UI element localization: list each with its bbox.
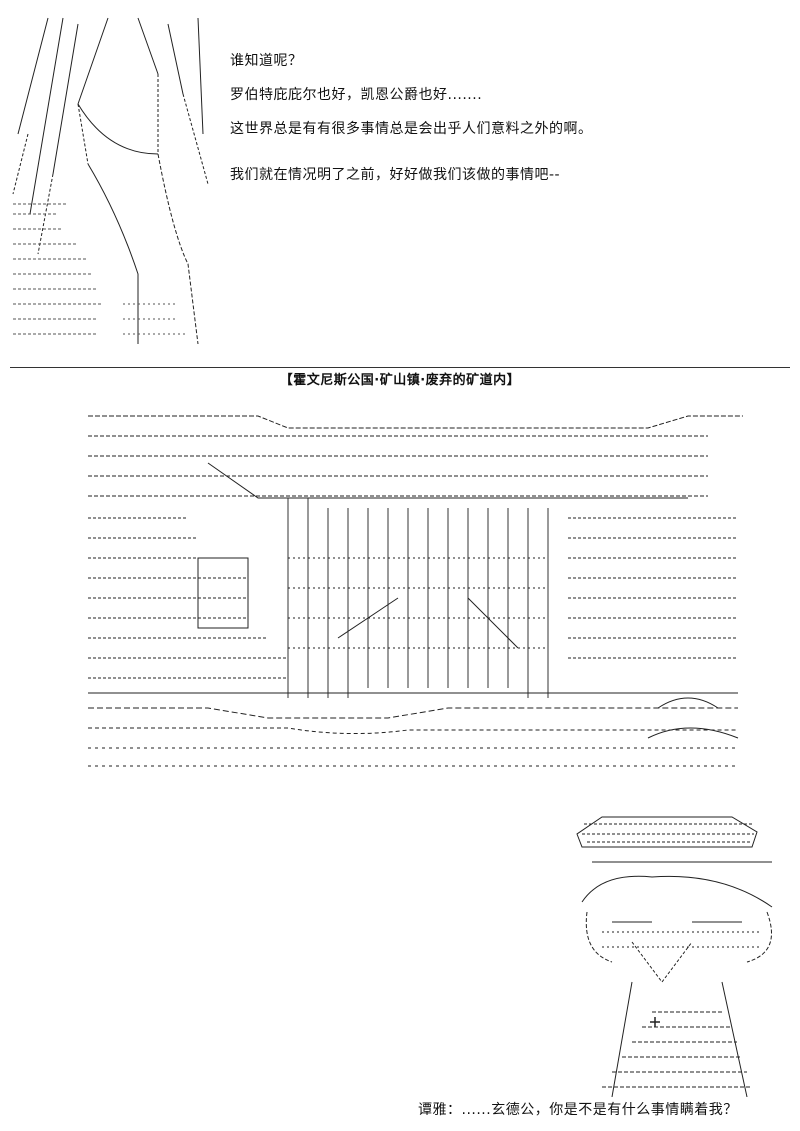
location-caption: 【霍文尼斯公国·矿山镇·废弃的矿道内】 xyxy=(279,373,521,388)
narration-line-3: 这世界总是有有很多事情总是会出乎人们意料之外的啊。 xyxy=(230,121,593,137)
character-art-bottom-right xyxy=(572,812,787,1097)
tunnel-depth-lines xyxy=(197,498,549,698)
narration-line-2: 罗伯特庇庇尔也好，凯恩公爵也好....... xyxy=(230,87,483,103)
hair-and-face xyxy=(581,875,773,983)
tunnel-ceiling xyxy=(88,415,743,499)
tunnel-floor xyxy=(88,692,739,767)
body xyxy=(602,981,752,1097)
narration-line-1: 谁知道呢？ xyxy=(230,53,303,69)
body-shading xyxy=(13,203,188,335)
tunnel-walls xyxy=(88,517,738,679)
character-art-top-left xyxy=(8,14,218,349)
narration-line-4: 我们就在情况明了之前，好好做我们该做的事情吧-- xyxy=(230,167,561,183)
dialogue-line: 谭雅：......玄德公，你是不是有什么事情瞒着我？ xyxy=(418,1102,738,1118)
section-divider xyxy=(10,367,790,368)
hair-strands xyxy=(12,17,209,255)
hat xyxy=(576,816,772,863)
face-outline xyxy=(77,103,199,345)
narration-block: 谁知道呢？ 罗伯特庇庇尔也好，凯恩公爵也好....... 这世界总是有有很多事情… xyxy=(230,52,770,200)
mine-tunnel-art xyxy=(88,408,743,773)
